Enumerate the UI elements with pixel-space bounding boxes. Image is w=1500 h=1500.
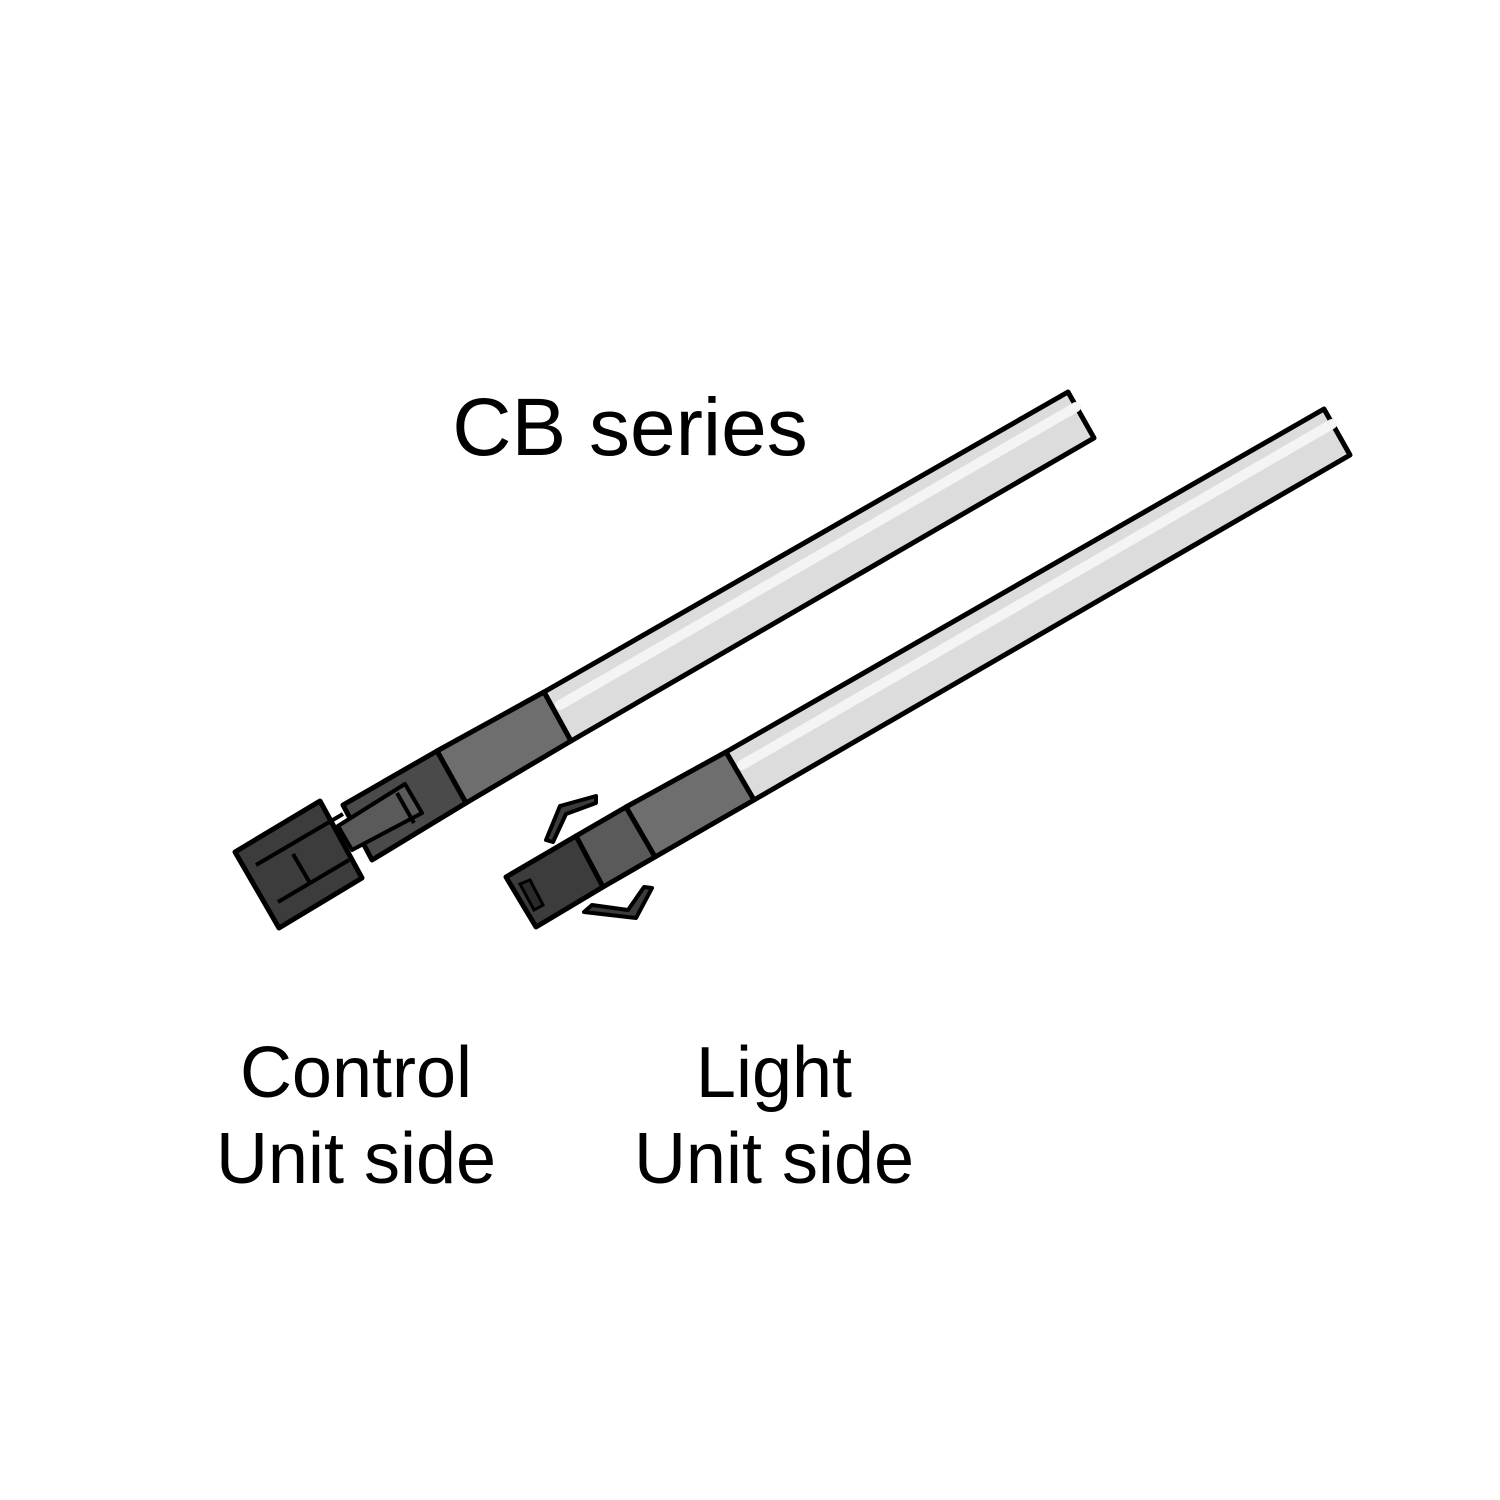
light-unit-caption: Light Unit side: [574, 1030, 974, 1202]
light-unit-cable: [503, 406, 1353, 930]
control-unit-caption: Control Unit side: [156, 1030, 556, 1202]
diagram-title: CB series: [452, 382, 808, 473]
light-unit-caption-line2: Unit side: [633, 1119, 915, 1199]
light-unit-caption-line1: Light: [695, 1033, 853, 1113]
control-unit-caption-line2: Unit side: [215, 1119, 497, 1199]
cable-highlight: [555, 402, 1081, 710]
connector-slot: [517, 878, 546, 913]
control-unit-cable: [232, 389, 1097, 931]
connector-hook-upper: [544, 794, 598, 844]
cable-highlight: [737, 419, 1337, 770]
connector-hook-lower: [582, 885, 654, 920]
light-unit-connector-icon: [503, 794, 658, 930]
control-unit-caption-line1: Control: [239, 1033, 473, 1113]
control-unit-connector-icon: [232, 748, 469, 931]
